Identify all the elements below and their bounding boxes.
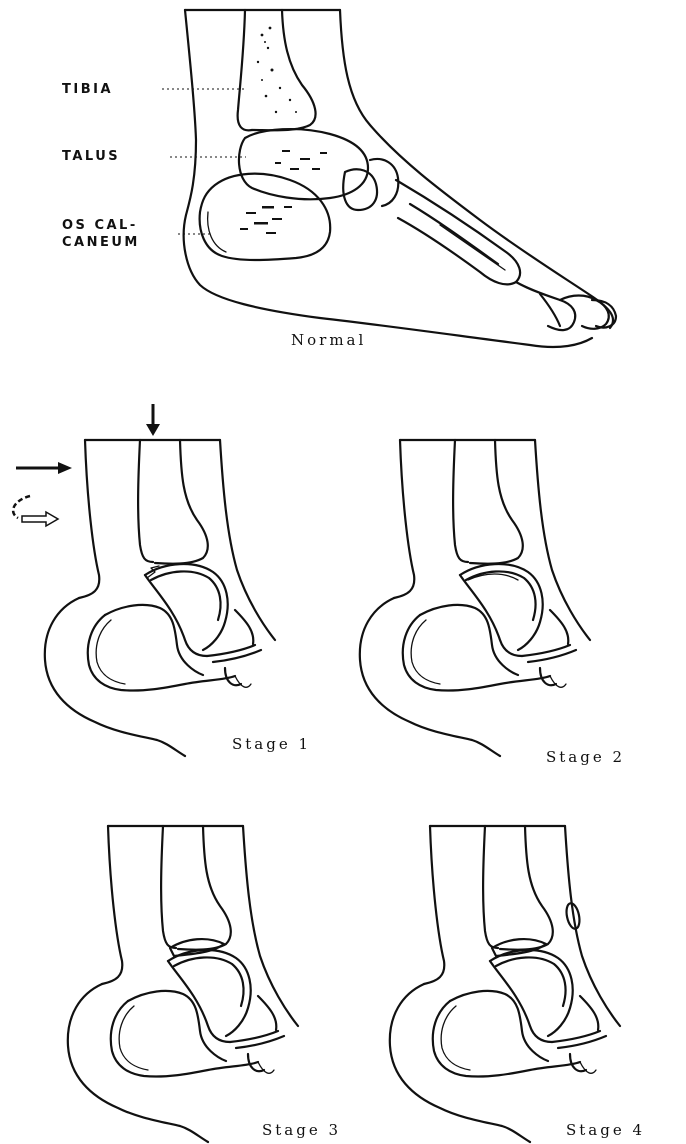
caption-stage-1: Stage 1	[232, 735, 311, 753]
stage-4-ankle	[390, 826, 620, 1142]
label-calcaneum-line2: CANEUM	[62, 235, 140, 250]
stage-3-ankle	[68, 826, 298, 1142]
inversion-rotation-arrow-icon	[13, 496, 58, 526]
calcaneum-texture	[240, 206, 292, 234]
label-talus: TALUS	[62, 149, 120, 164]
caption-normal: Normal	[291, 331, 366, 349]
tibia-texture	[257, 27, 297, 114]
talus-texture	[275, 150, 327, 170]
lateral-force-arrow-icon	[16, 462, 72, 474]
caption-stage-4: Stage 4	[566, 1121, 645, 1139]
label-calcaneum-line1: OS CAL-	[62, 218, 138, 233]
downward-force-arrow-icon	[146, 404, 160, 436]
label-tibia: TIBIA	[62, 82, 113, 97]
caption-stage-2: Stage 2	[546, 748, 625, 766]
caption-stage-3: Stage 3	[262, 1121, 341, 1139]
normal-foot-illustration	[184, 10, 616, 347]
stage-1-ankle	[45, 440, 275, 756]
stage-2-ankle	[360, 440, 590, 756]
